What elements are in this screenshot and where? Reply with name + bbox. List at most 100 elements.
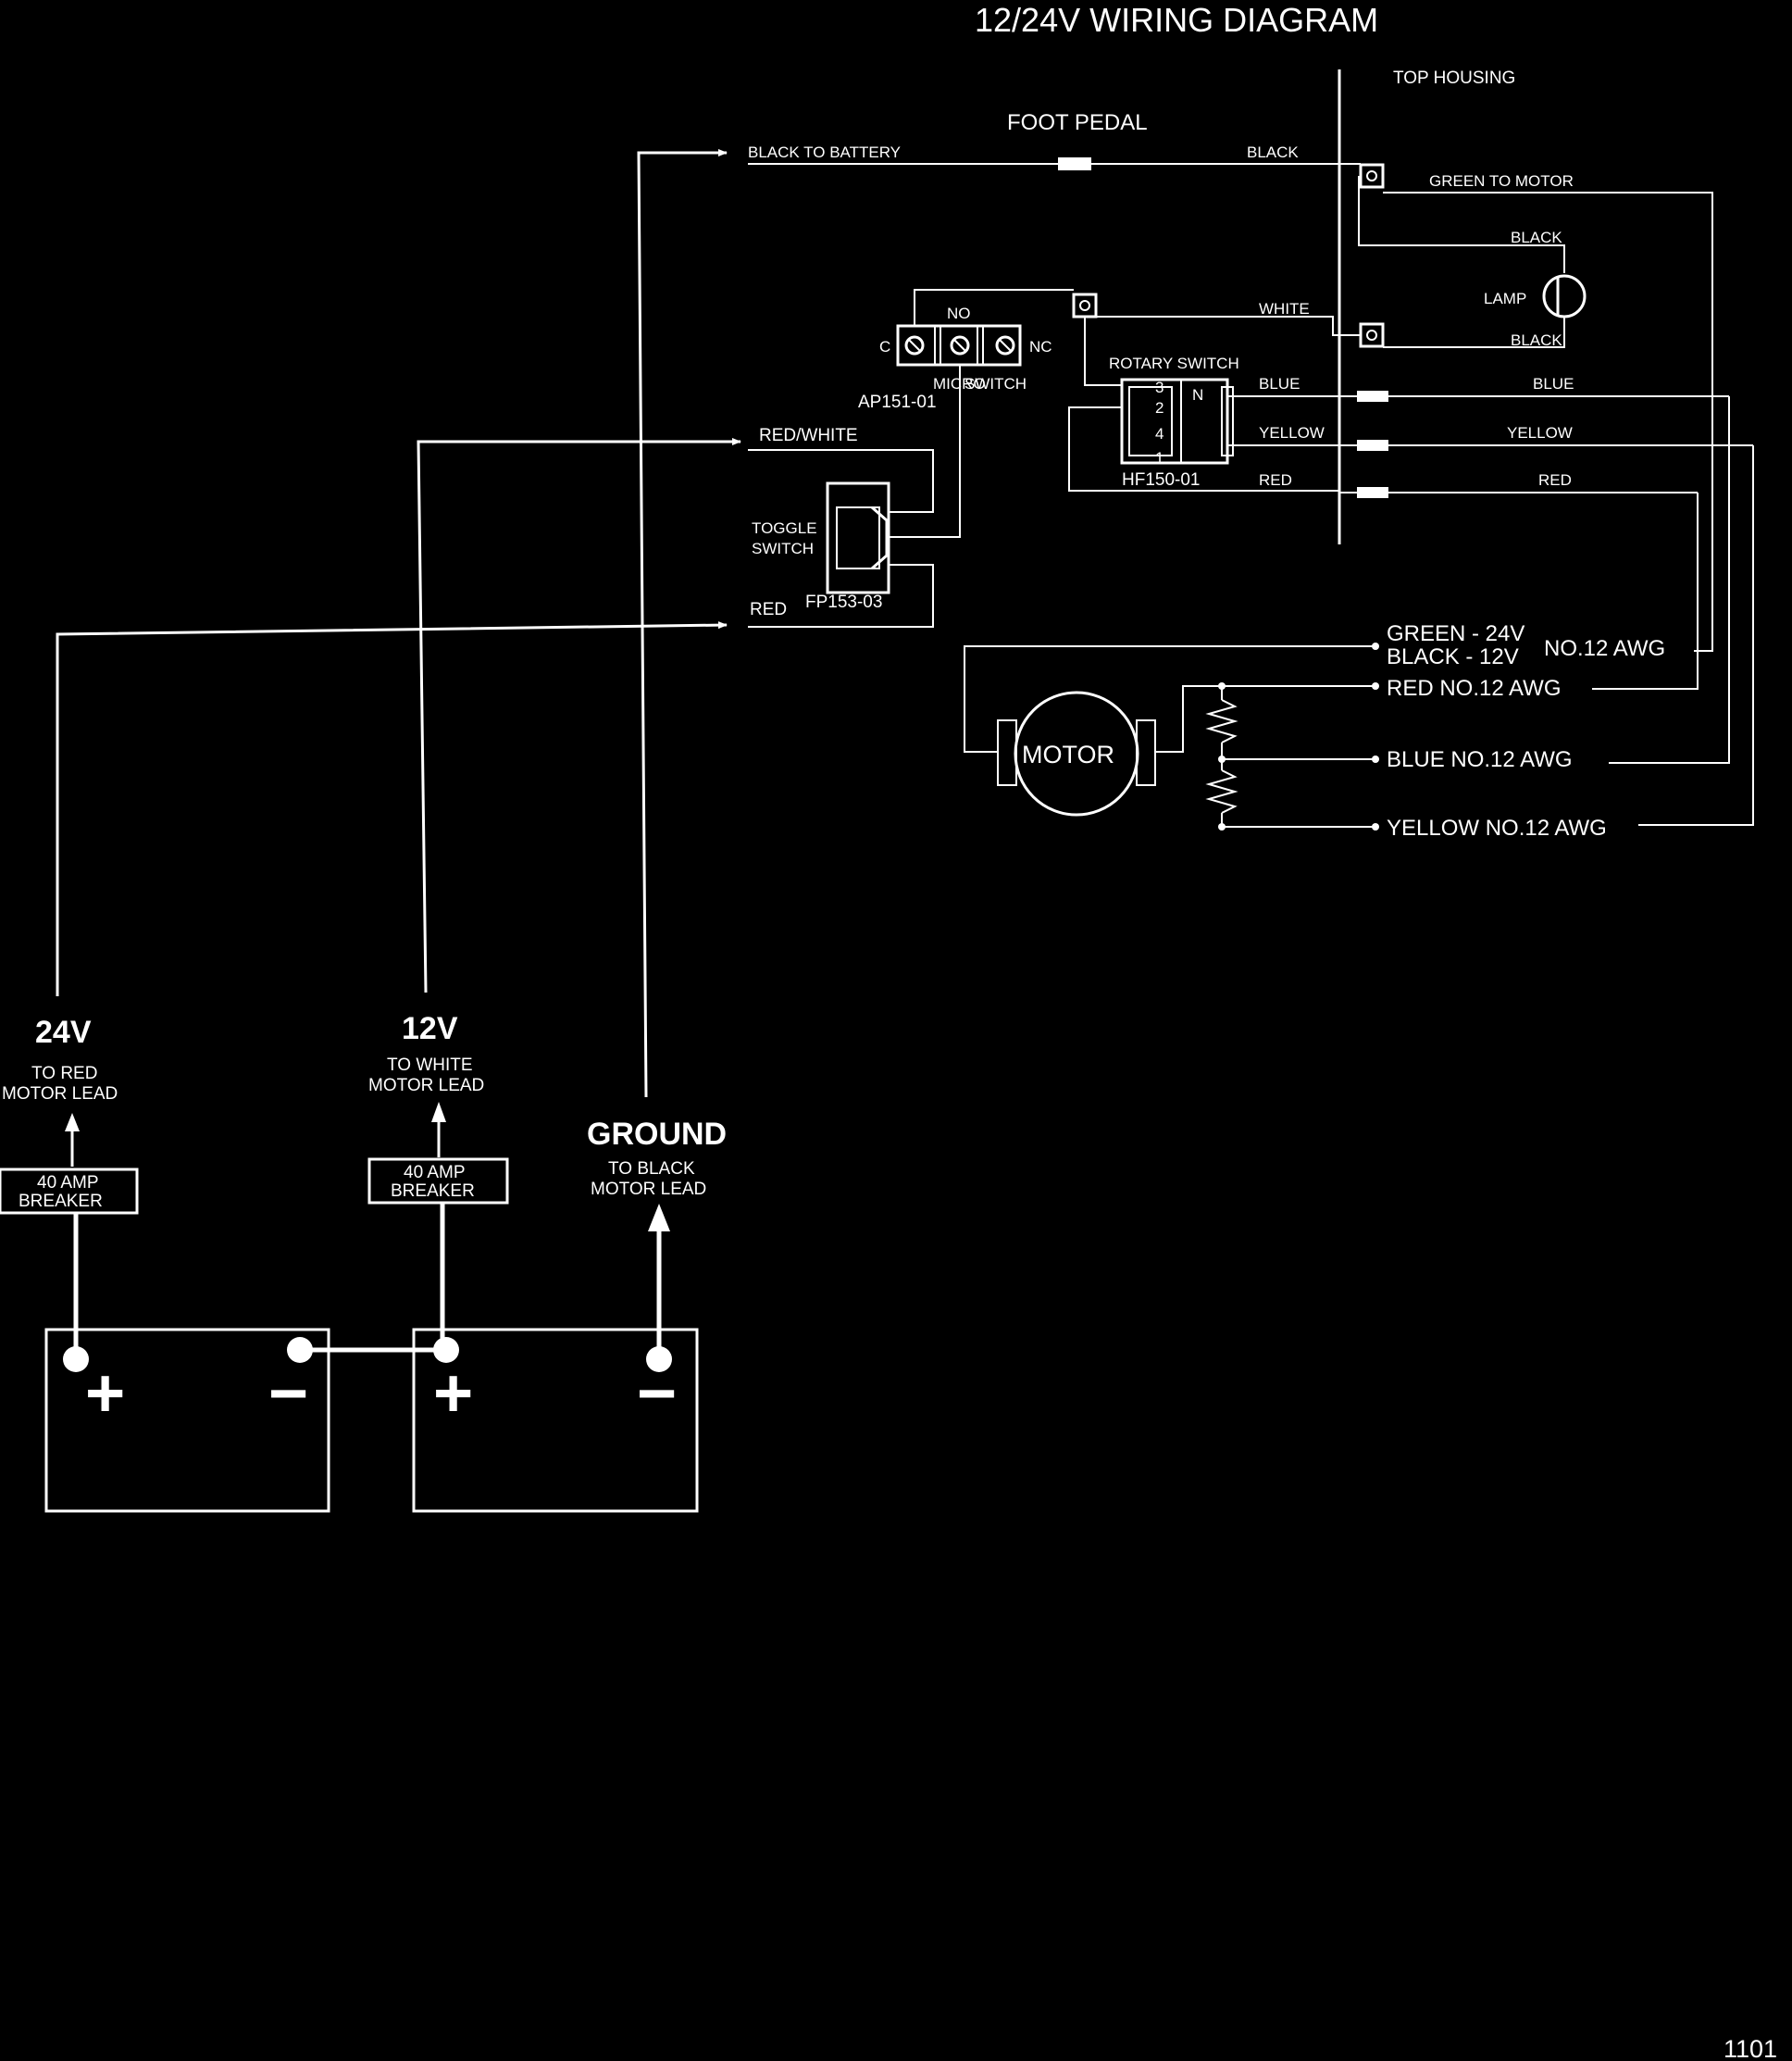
lamp-label: LAMP [1484,290,1526,307]
green-24v-label: GREEN - 24V [1387,621,1524,646]
micro-c-slot [908,339,921,352]
battery-right [412,1328,699,1513]
yellow-right-label: YELLOW [1507,424,1573,442]
micro-no-terminal [950,335,970,356]
12v-title: 12V [402,1011,458,1046]
motor-label: MOTOR [1022,741,1114,768]
lead-terminal-blue [1372,756,1379,763]
yellow-awg-label: YELLOW NO.12 AWG [1387,816,1607,841]
awg-label-1: NO.12 AWG [1544,636,1665,661]
black-to-battery-label: BLACK TO BATTERY [748,144,901,161]
rotary-switch-label: ROTARY SWITCH [1109,355,1239,372]
toggle-switch-label: SWITCH [752,540,814,557]
diagram-title: 12/24V WIRING DIAGRAM [975,1,1378,39]
24v-line-1: TO RED [31,1064,97,1083]
battery-right-negative-terminal [646,1346,672,1372]
motor-brush-right [1136,719,1156,786]
resistor-upper [1205,699,1238,743]
breaker-1-line-1: 40 AMP [37,1173,99,1193]
top-housing-label: TOP HOUSING [1393,69,1515,88]
white-terminal-right [1359,322,1385,348]
rotary-white-wire [1084,317,1122,386]
green-motor-wire [1383,192,1713,652]
red-white-wire [748,449,934,513]
battery-left-positive-terminal [63,1346,89,1372]
micro-part-number: AP151-01 [858,393,937,412]
motor-brush-left [997,719,1017,786]
resistor-lower [1205,769,1238,814]
node-dot-1 [1218,682,1226,690]
toggle-inner [836,506,880,569]
rotary-switch-body [1120,378,1229,465]
rotary-pin-4: 4 [1155,425,1164,443]
micro-no-wire [887,365,961,538]
red-toggle-label: RED [750,600,787,619]
lamp-black-wire-bottom [1383,317,1565,348]
blue-connector [1357,391,1388,402]
24v-lead [56,621,728,996]
black-pedal-label: BLACK [1247,144,1299,161]
black-lamp-top-label: BLACK [1511,229,1562,246]
white-label: WHITE [1259,300,1310,318]
blue-left-label: BLUE [1259,375,1300,393]
rotary-part-number: HF150-01 [1122,470,1201,490]
breaker-2-line-1: 40 AMP [404,1163,466,1182]
green-to-motor-label: GREEN TO MOTOR [1429,172,1574,190]
lead-terminal-yellow [1372,823,1379,831]
12v-line-1: TO WHITE [387,1055,473,1075]
red-left-label: RED [1259,471,1292,489]
blue-wire-run [1609,396,1730,764]
micro-nc-label: NC [1029,338,1052,356]
battery-right-minus: − [637,1355,677,1431]
micro-nc-terminal [995,335,1015,356]
motor-right-wire [1155,685,1375,753]
blue-right-label: BLUE [1533,375,1574,393]
ground-arrow [648,1204,670,1231]
breaker-1-box [0,1168,139,1215]
yellow-connector [1357,440,1388,451]
ground-title: GROUND [587,1117,727,1152]
foot-pedal-connector [1058,157,1091,170]
micro-c-terminal [904,335,925,356]
red-toggle-wire [748,564,934,628]
white-terminal-left [1072,293,1098,319]
red-connector [1357,487,1388,498]
24v-title: 24V [35,1015,92,1050]
ground-lead [637,149,728,1098]
motor-left-wire [964,645,1375,753]
lead-terminal-red [1372,682,1379,690]
ground-line-1: TO BLACK [608,1159,695,1179]
ground-line-2: MOTOR LEAD [591,1180,706,1199]
yellow-left-label: YELLOW [1259,424,1325,442]
yellow-wire-run [1638,445,1754,826]
12v-line-2: MOTOR LEAD [368,1076,484,1095]
rotary-pin-n: N [1192,386,1203,404]
black-12v-label: BLACK - 12V [1387,644,1519,669]
lead-terminal-green [1372,643,1379,650]
micro-no-label: NO [947,305,971,322]
micro-no-slot [953,339,966,352]
breaker-1-line-2: BREAKER [19,1192,103,1211]
toggle-switch-body [826,481,890,594]
rotary-inner-right [1221,386,1234,456]
battery-left-plus: + [85,1355,125,1431]
breaker-1-arrow [65,1113,80,1131]
micro-switch-label: SWITCH [964,375,1027,393]
micro-nc-slot [999,339,1012,352]
lamp-black-wire-top [1358,176,1565,273]
micro-c-label: C [879,338,890,356]
micro-c-wire [914,289,1074,326]
toggle-label: TOGGLE [752,519,817,537]
breaker-2-line-2: BREAKER [391,1181,475,1201]
toggle-lever [871,506,889,570]
rotary-inner-left [1128,386,1173,456]
white-terminal-left-screw [1079,300,1090,311]
red-right-label: RED [1538,471,1572,489]
red-white-label: RED/WHITE [759,426,858,445]
rotary-pin-2: 2 [1155,399,1164,417]
green-terminal-screw [1366,170,1377,181]
white-wire [1096,316,1361,336]
white-terminal-right-screw [1366,330,1377,341]
24v-line-2: MOTOR LEAD [2,1084,118,1104]
